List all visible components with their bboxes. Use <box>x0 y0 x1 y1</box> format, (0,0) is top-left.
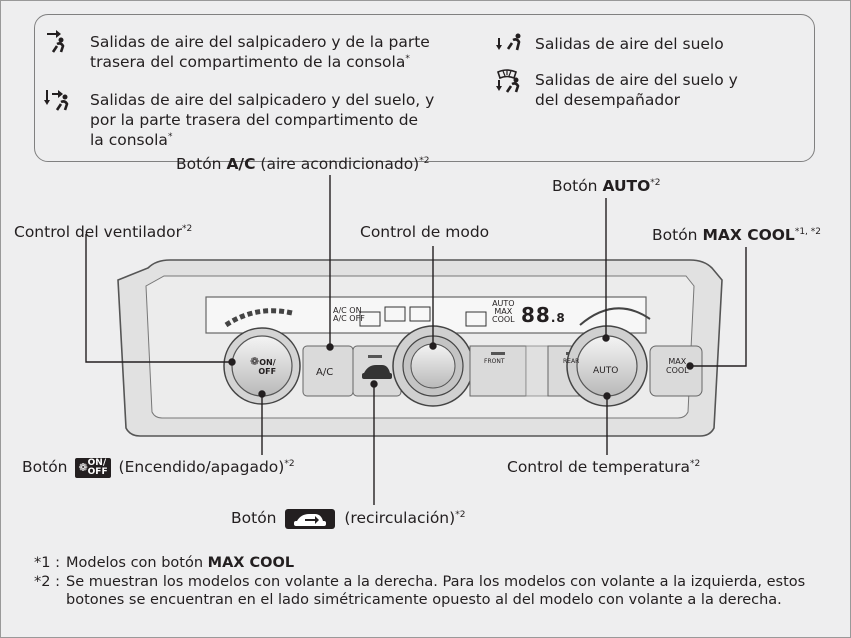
rear-defrost-button[interactable]: REAR <box>563 358 580 365</box>
callout-temperature-control: Control de temperatura*2 <box>507 458 701 476</box>
footnote-2: Se muestran los modelos con volante a la… <box>66 574 806 608</box>
callout-fan-control: Control del ventilador*2 <box>14 223 193 241</box>
legend-item-3-text: Salidas de aire del suelo <box>535 35 724 53</box>
callout-auto: Botón AUTO*2 <box>552 177 661 195</box>
callout-max-cool: Botón MAX COOL*1, *2 <box>652 226 821 244</box>
callout-onoff: Botón ❁ON/OFF (Encendido/apagado)*2 <box>22 457 295 478</box>
fan-onoff-icon: ❁ON/OFF <box>75 457 111 478</box>
legend-item-1-text: Salidas de aire del salpicadero y de la … <box>90 33 430 71</box>
ac-button[interactable]: A/C <box>316 367 334 378</box>
footnote-1: Modelos con botón MAX COOL <box>66 555 295 571</box>
fan-onoff-knob[interactable]: ❁ON/ OFF <box>250 355 277 376</box>
callout-recirculation: Botón (recirculación)*2 <box>231 508 466 529</box>
recirculation-icon <box>285 508 336 529</box>
footnote-2-key: *2 : <box>34 574 60 590</box>
auto-temp-knob[interactable]: AUTO <box>593 366 619 376</box>
callout-ac: Botón A/C (aire acondicionado)*2 <box>176 155 430 173</box>
airflow-legend <box>34 14 815 162</box>
footnote-1-key: *1 : <box>34 555 60 571</box>
display-temperature: 88.8 <box>521 303 566 327</box>
legend-item-4-text: Salidas de aire del suelo y del desempañ… <box>535 71 738 109</box>
callout-mode-control: Control de modo <box>360 223 490 241</box>
front-defrost-button[interactable]: FRONT <box>484 358 505 365</box>
legend-item-2-text: Salidas de aire del salpicadero y del su… <box>90 91 435 149</box>
